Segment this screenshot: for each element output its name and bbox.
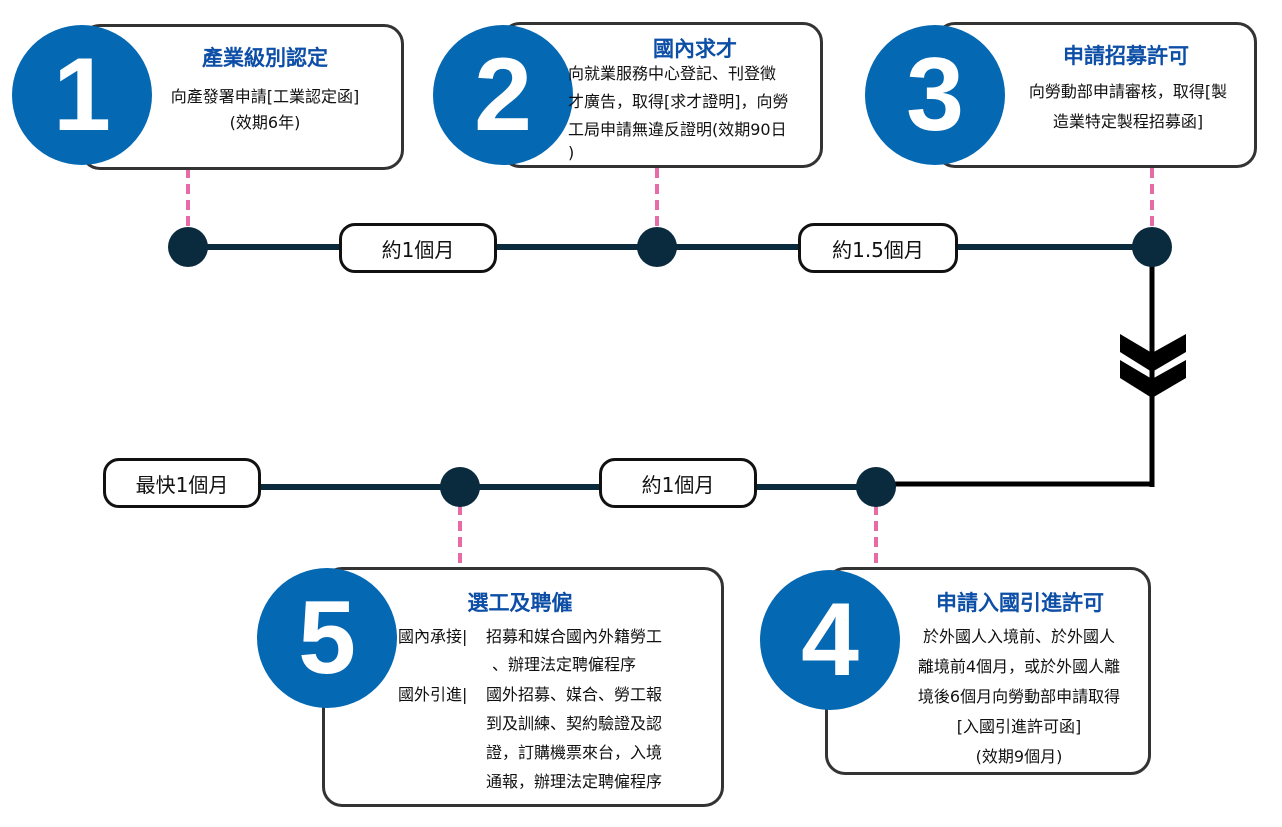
description-line: 證，訂購機票來台，入境 (486, 743, 663, 762)
duration-pill-4-to-5: 約1個月 (599, 458, 757, 508)
double-chevron-down-icon (1120, 334, 1186, 398)
duration-pill-final: 最快1個月 (103, 458, 261, 508)
step-description: 向勞動部申請審核，取得[製 造業特定製程招募函] (1005, 77, 1251, 137)
description-line: 工局申請無違反證明(效期90日 (568, 120, 787, 139)
step-description: 向就業服務中心登記、刊登徵 才廣告，取得[求才證明]，向勞 工局申請無違反證明(… (568, 60, 818, 162)
duration-pill-1-to-2: 約1個月 (339, 223, 497, 273)
timeline-dot-step3 (1132, 227, 1172, 267)
description-line: 境後6個月向勞動部申請取得 (917, 687, 1121, 706)
step-number-badge: 5 (257, 568, 397, 708)
step-title: 申請招募許可 (1063, 44, 1189, 68)
step-description: 向產發署申請[工業認定函] (效期6年) (150, 84, 380, 136)
description-line: [入國引進許可函] (956, 717, 1082, 736)
duration-pill-2-to-3: 約1.5個月 (798, 223, 958, 273)
description-line: 才廣告，取得[求才證明]，向勞 (568, 92, 789, 111)
description-line: 、辦理法定聘僱程序 (492, 655, 637, 674)
row-label-overseas: 國外引進| (398, 685, 468, 704)
timeline-dot-step2 (637, 227, 677, 267)
step-number-badge: 3 (865, 25, 1005, 165)
description-line: 通報，辦理法定聘僱程序 (486, 772, 663, 791)
description-line: 離境前4個月，或於外國人離 (917, 657, 1121, 676)
step-title: 產業級別認定 (202, 46, 328, 70)
step-number-badge: 4 (760, 570, 900, 710)
description-line: 於外國人入境前、於外國人 (922, 627, 1115, 646)
row-label-domestic: 國內承接| (398, 627, 468, 646)
timeline-dot-step5 (440, 467, 480, 507)
description-line: 向就業服務中心登記、刊登徵 (568, 64, 777, 83)
description-line: (效期9個月) (975, 747, 1063, 766)
description-line: ) (568, 143, 575, 162)
description-line: 向勞動部申請審核，取得[製 (1028, 82, 1228, 101)
description-line: 造業特定製程招募函] (1052, 112, 1204, 131)
description-line: 向產發署申請[工業認定函] (170, 87, 360, 106)
timeline-dot-step1 (168, 227, 208, 267)
timeline-dot-step4 (856, 467, 896, 507)
step-number-badge: 2 (433, 25, 573, 165)
description-line: (效期6年) (229, 113, 301, 132)
description-line: 招募和媒合國內外籍勞工 (486, 627, 663, 646)
description-line: 到及訓練、契約驗證及認 (486, 714, 663, 733)
step-number-badge: 1 (12, 25, 152, 165)
step-title: 國內求才 (653, 37, 737, 61)
step-title: 選工及聘僱 (467, 591, 573, 615)
step-description: 於外國人入境前、於外國人 離境前4個月，或於外國人離 境後6個月向勞動部申請取得… (893, 622, 1145, 772)
description-line: 國外招募、媒合、勞工報 (486, 685, 663, 704)
step-title: 申請入國引進許可 (936, 591, 1104, 615)
